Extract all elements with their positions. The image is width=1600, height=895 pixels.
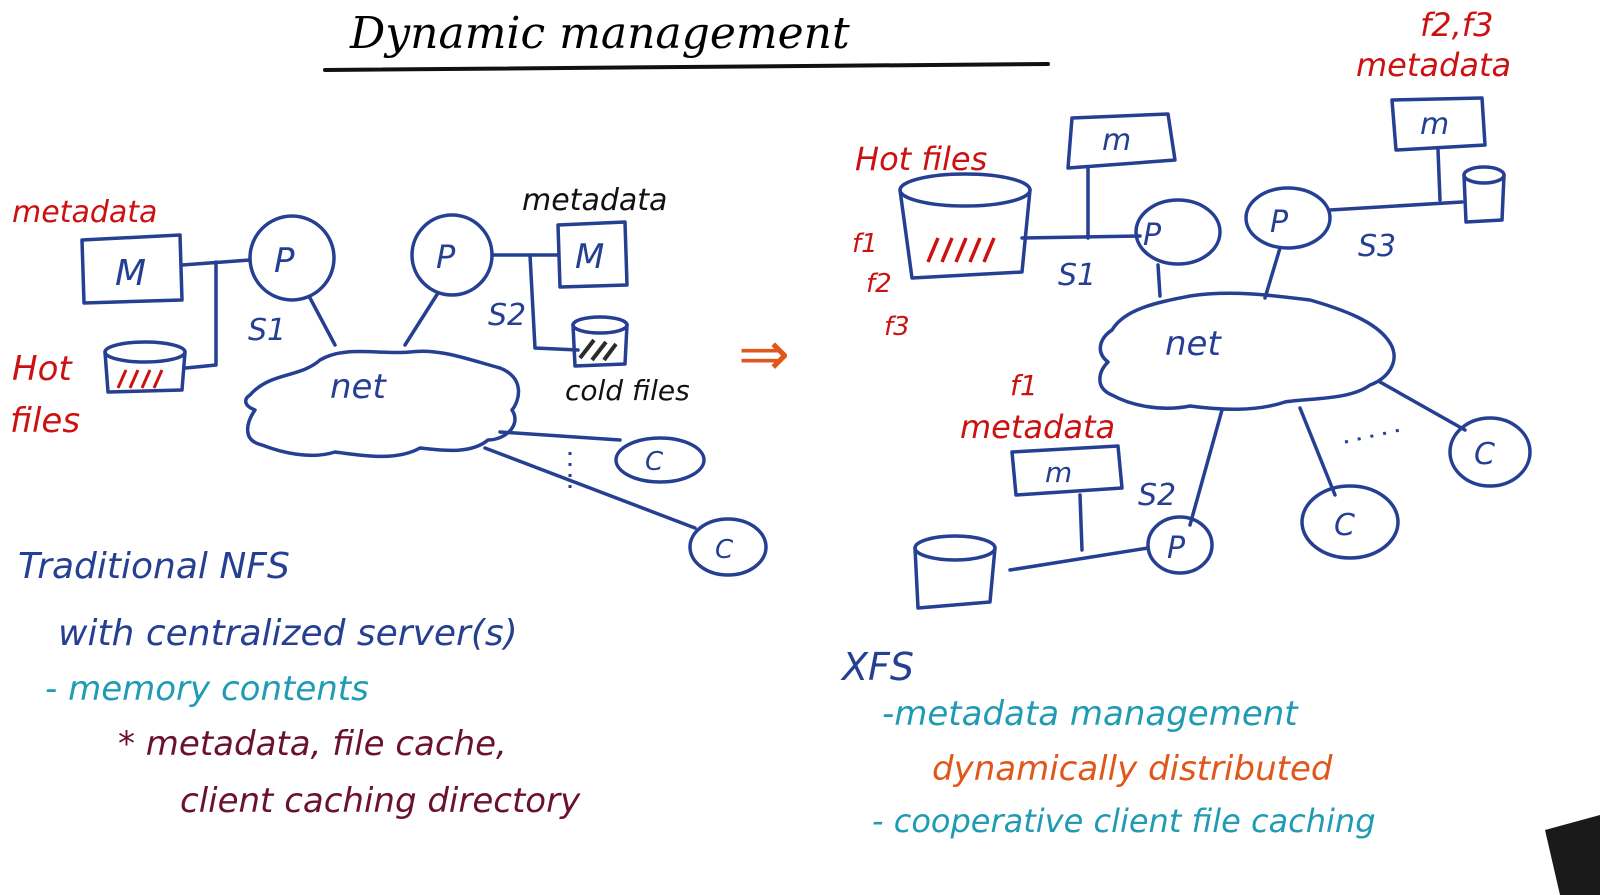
cold-disk-body [571,323,629,368]
topright-disk-top [1462,165,1506,185]
right-p2-circle [1146,515,1214,575]
bottom-disk-top [913,534,997,562]
net-p3-line [1263,246,1282,300]
client2-text: C [715,535,734,565]
left-note-line5: client caching directory [180,781,581,821]
left-diagram: metadata Hot files metadata cold files M… [10,183,768,577]
right-server-metadata-label: metadata [522,183,667,218]
p2-disk-line [1008,546,1150,572]
right-client1-circle [1300,484,1400,560]
left-note-line2: with centralized server(s) [58,613,518,654]
f2-label: f2 [866,269,892,299]
right-p3-text: P [1270,205,1289,240]
page-title: Dynamic management [349,8,850,59]
top-m-text: m [1102,123,1131,158]
net-p1-line [1156,263,1162,298]
right-notes: XFS -metadata management dynamically dis… [840,645,1376,840]
mid-m-stem [1078,493,1084,552]
right-p1-text: P [1143,218,1162,253]
hot-disk-top [103,340,187,364]
right-diagram: Hot files f1 f2 f3 f2,f3 metadata f1 met… [852,6,1532,610]
right-m-text: M [575,237,604,277]
mid-m-box [1010,444,1124,497]
left-note-line3: - memory contents [45,669,369,709]
right-note-line1: XFS [840,645,914,689]
left-p-circle [248,214,336,302]
mid-p-net-line [403,291,440,347]
left-m-box [80,233,184,305]
topright-m-text: m [1420,107,1449,142]
right-note-line4: - cooperative client file caching [872,802,1376,840]
right-p3-circle [1244,186,1332,250]
left-note-line4: * metadata, file cache, [118,724,507,764]
right-p2-text: P [1167,531,1186,566]
marker-pen-tip [1545,815,1600,895]
hot-disk-body [103,350,187,394]
f1-metadata-f-label: f1 [1010,369,1038,402]
topright-m-box [1390,96,1487,152]
f2f3-label: f2,f3 [1420,6,1493,44]
right-s3-label: S3 [1358,229,1396,264]
right-hot-disk-hatch [926,237,996,263]
cold-disk-hatch [578,338,618,362]
left-m-text: M [115,253,146,294]
client1-line [498,430,622,442]
right-client2-text: C [1474,437,1495,472]
left-s1-label: S1 [248,313,286,348]
right-net-cloud [1098,291,1396,411]
right-net-label: net [1165,324,1222,364]
bottom-disk-body [913,546,997,610]
right-s1-label: S1 [1058,258,1096,293]
left-net-cloud [244,349,521,459]
right-m-box [556,220,629,289]
left-note-line1: Traditional NFS [18,546,290,587]
right-p1-circle [1134,198,1222,266]
net-c1-line [1298,406,1337,497]
transition-arrow: ⇒ [738,317,790,390]
left-p-text: P [274,241,295,281]
left-net-label: net [330,367,387,407]
f1-label: f1 [852,229,878,259]
left-files-label: files [10,401,80,441]
mid-p-text: P [436,238,456,276]
right-note-line2: -metadata management [882,694,1299,734]
right-s2-label: S2 [1138,478,1176,513]
client2-line [483,446,697,530]
net-c2-line [1378,380,1467,432]
left-s2-label: S2 [488,298,526,333]
topright-disk-body [1462,173,1506,224]
right-client1-text: C [1334,508,1355,543]
left-hot-label: Hot [12,349,73,389]
p3-disk-line [1328,200,1464,212]
right-clients-dots [1344,428,1401,444]
left-p-net-line [308,296,337,347]
topright-m-stem [1436,148,1442,202]
right-note-line3: dynamically distributed [932,749,1333,789]
f3-label: f3 [884,312,910,342]
client1-circle [614,436,706,484]
cold-disk-top [571,315,629,335]
left-metadata-label: metadata [12,195,157,230]
right-hot-disk-body [898,188,1032,280]
right-client2-circle [1448,416,1532,488]
left-s1-branch-line [184,260,218,370]
left-notes: Traditional NFS with centralized server(… [18,546,581,821]
mid-s2-branch-line [528,253,580,352]
client2-circle [688,517,768,577]
mid-metadata-label: metadata [960,408,1115,446]
hot-files-label: Hot files [855,140,987,178]
cold-files-label: cold files [565,374,690,407]
top-m-box [1066,112,1177,170]
net-p2-line [1188,408,1224,527]
mid-m-text: m [1045,456,1072,489]
top-metadata-label: metadata [1356,46,1511,84]
right-hot-disk-top [898,172,1032,208]
hot-disk-hatch [116,369,164,389]
client1-text: C [645,447,664,477]
hotdisk-p1-line [1020,234,1142,240]
title-underline [323,62,1050,72]
